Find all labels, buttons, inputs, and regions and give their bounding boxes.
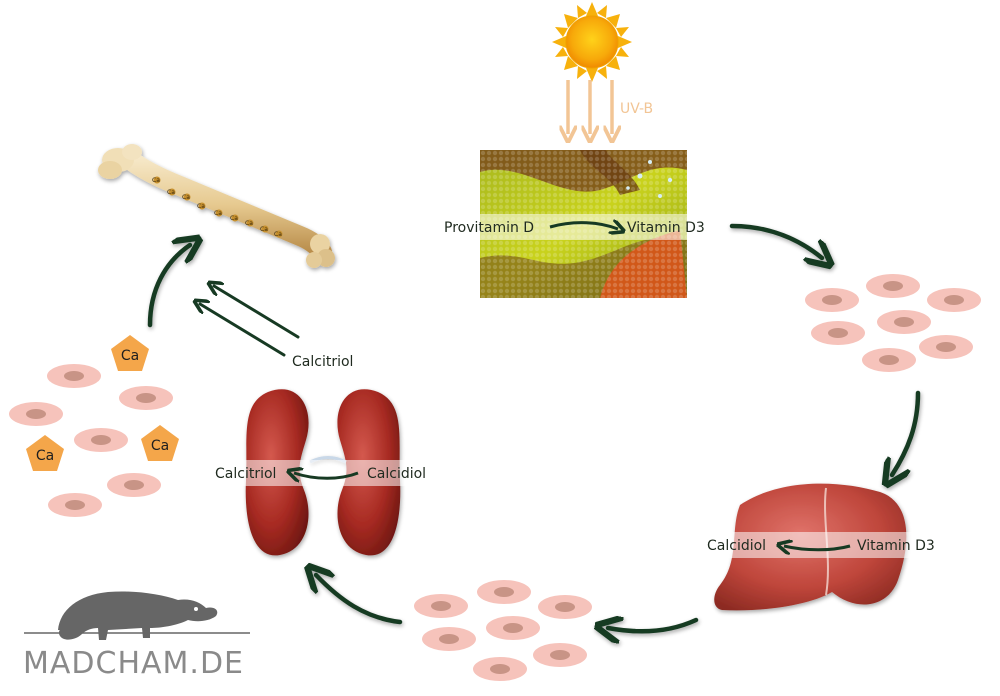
calcium-ion: Ca (111, 335, 149, 371)
cell-cluster-left (9, 364, 173, 517)
vitamin-d3-skin-label: Vitamin D3 (627, 220, 705, 236)
sun-icon (552, 2, 632, 82)
bone-ca: Ca (182, 194, 190, 201)
bone-ca: Ca (230, 215, 238, 222)
bone-ca: Ca (274, 231, 282, 238)
uv-b-label: UV-B (620, 101, 653, 117)
chameleon-logo (24, 591, 250, 640)
brand-text: MADCHAM.DE (23, 646, 244, 681)
bone-ca: Ca (197, 203, 205, 210)
bone-image: Ca Ca Ca Ca Ca Ca Ca Ca Ca (98, 144, 335, 268)
uv-rays (568, 80, 612, 134)
vitamin-d3-liver-label: Vitamin D3 (857, 538, 935, 554)
calcidiol-liver-label: Calcidiol (707, 538, 766, 554)
svg-text:Ca: Ca (151, 438, 169, 454)
bone-ca: Ca (260, 226, 268, 233)
cell-cluster-bottom (414, 580, 592, 681)
bone-ca: Ca (245, 220, 253, 227)
calcitriol-label: Calcitriol (292, 354, 353, 370)
calcium-ion: Ca (26, 435, 64, 471)
svg-text:Ca: Ca (36, 448, 54, 464)
calcitriol-arrows (200, 286, 300, 357)
bone-ca: Ca (214, 210, 222, 217)
provitamin-d-label: Provitamin D (444, 220, 534, 236)
calcitriol-kidney-label: Calcitriol (215, 466, 276, 482)
svg-text:Ca: Ca (121, 348, 139, 364)
cell-cluster-right (805, 274, 981, 372)
calcidiol-kidney-label: Calcidiol (367, 466, 426, 482)
bone-ca: Ca (167, 189, 175, 196)
cycle-arrows (147, 223, 921, 631)
bone-ca: Ca (152, 177, 160, 184)
calcium-ion: Ca (141, 425, 179, 461)
